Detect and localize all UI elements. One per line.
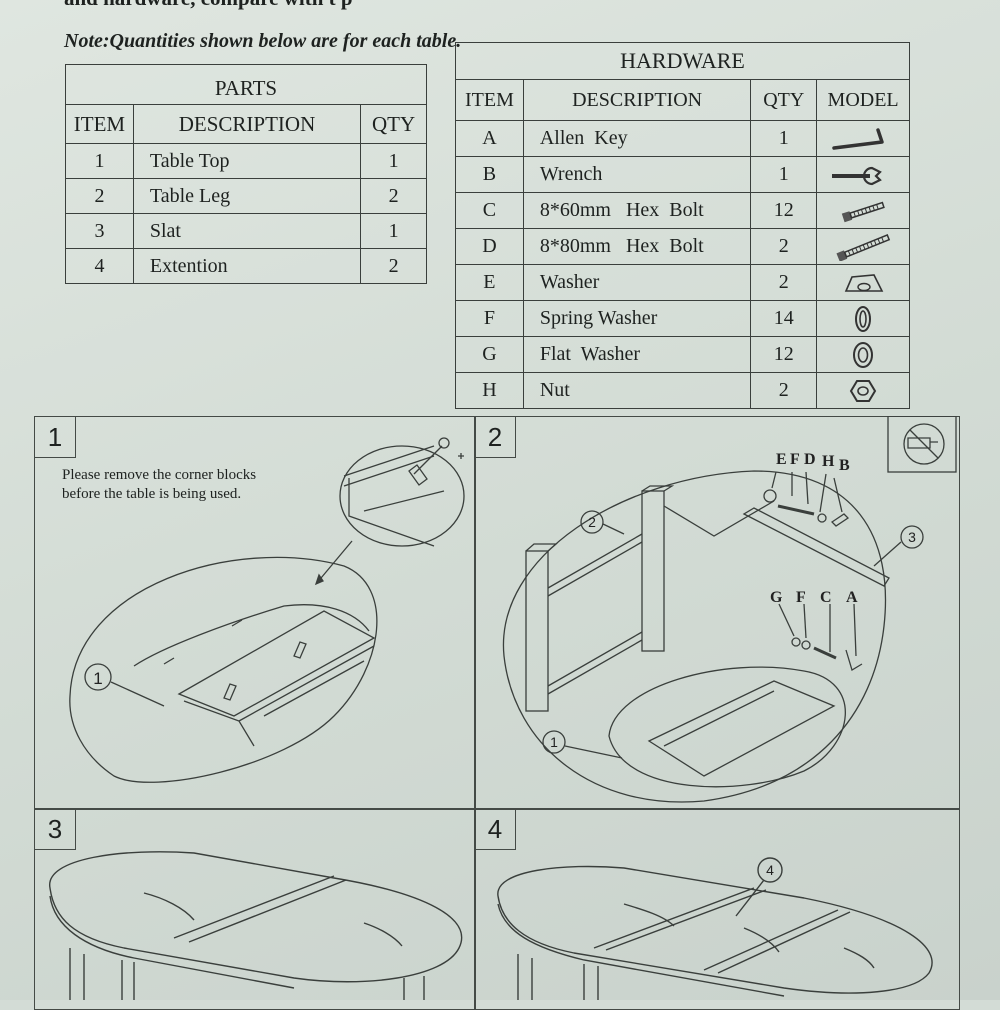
hardware-table: HARDWARE ITEM DESCRIPTION QTY MODEL A Al… [455, 42, 910, 409]
hardware-qty: 12 [750, 336, 818, 373]
parts-item: 1 [65, 143, 134, 179]
label-e: E [776, 451, 787, 468]
top-cut-text: and hardware, compare with t p [64, 0, 353, 11]
label-c: C [820, 589, 832, 606]
label-f: F [790, 451, 800, 468]
hardware-row: F Spring Washer 14 [455, 300, 910, 337]
parts-item: 2 [65, 178, 134, 214]
step-1-text-line1: Please remove the corner blocks [62, 467, 257, 483]
parts-qty: 2 [360, 248, 427, 284]
step-3-number: 3 [35, 809, 76, 850]
hardware-description: Washer [522, 264, 752, 301]
label-f-bottom: F [796, 589, 806, 606]
washer-icon [816, 264, 910, 301]
step-1-instruction: Please remove the corner blocks before t… [62, 466, 322, 504]
step-2-illustration: E F D H B G F C A 2 3 1 [502, 416, 957, 803]
label-g: G [770, 589, 783, 606]
nut-icon [816, 372, 910, 409]
hardware-header-item: ITEM [455, 79, 524, 121]
parts-qty: 2 [360, 178, 427, 214]
step-1-panel: 1 [34, 416, 476, 810]
hardware-item: C [455, 192, 524, 229]
step-4-callout: 4 [766, 862, 774, 878]
step-1-illustration: 1 [69, 437, 465, 783]
hardware-qty: 1 [750, 156, 818, 193]
step-2-callout-2: 2 [588, 514, 596, 530]
hardware-item: B [455, 156, 524, 193]
hardware-qty: 12 [750, 192, 818, 229]
hardware-description: Wrench [522, 156, 752, 193]
parts-row: 1 Table Top 1 [65, 143, 427, 179]
hardware-row: A Allen Key 1 [455, 120, 910, 157]
hardware-qty: 2 [750, 264, 818, 301]
hardware-header-description: DESCRIPTION [522, 79, 752, 121]
wrench-icon [816, 156, 910, 193]
hardware-item: D [455, 228, 524, 265]
step-2-number: 2 [475, 417, 516, 458]
parts-header-item: ITEM [65, 104, 134, 144]
hardware-description: Allen Key [522, 120, 752, 157]
hardware-header-qty: QTY [750, 79, 818, 121]
label-b: B [839, 457, 850, 474]
parts-row: 2 Table Leg 2 [65, 178, 427, 214]
hardware-description: Spring Washer [522, 300, 752, 337]
parts-row: 4 Extention 2 [65, 248, 427, 284]
label-d: D [804, 451, 816, 468]
hardware-row: C 8*60mm Hex Bolt 12 [455, 192, 910, 229]
parts-description: Table Top [132, 143, 362, 179]
quantity-note: Note:Quantities shown below are for each… [64, 30, 462, 52]
hardware-qty: 2 [750, 372, 818, 409]
step-4-illustration: 4 [497, 857, 933, 1000]
parts-item: 4 [65, 248, 134, 284]
spring-washer-icon [816, 300, 910, 337]
parts-table: PARTS ITEM DESCRIPTION QTY 1 Table Top 1… [65, 64, 427, 284]
hardware-row: D 8*80mm Hex Bolt 2 [455, 228, 910, 265]
parts-qty: 1 [360, 213, 427, 249]
step-1-callout: 1 [93, 669, 102, 688]
step-2-callout-3: 3 [908, 529, 916, 545]
parts-row: 3 Slat 1 [65, 213, 427, 249]
hardware-qty: 2 [750, 228, 818, 265]
label-a: A [846, 589, 858, 606]
parts-header-qty: QTY [360, 104, 427, 144]
parts-description: Extention [132, 248, 362, 284]
allen-key-icon [816, 120, 910, 157]
hardware-qty: 1 [750, 120, 818, 157]
step-3-illustration [49, 851, 463, 1000]
hardware-qty: 14 [750, 300, 818, 337]
hardware-item: F [455, 300, 524, 337]
parts-item: 3 [65, 213, 134, 249]
parts-description: Table Leg [132, 178, 362, 214]
hardware-row: B Wrench 1 [455, 156, 910, 193]
parts-description: Slat [132, 213, 362, 249]
hardware-item: E [455, 264, 524, 301]
label-h: H [822, 453, 835, 470]
step-1-text-line2: before the table is being used. [62, 486, 242, 502]
hardware-item: G [455, 336, 524, 373]
hardware-title: HARDWARE [455, 42, 910, 80]
short-bolt-icon [816, 192, 910, 229]
hardware-header-model: MODEL [816, 79, 910, 121]
hardware-row: E Washer 2 [455, 264, 910, 301]
step-2-callout-1: 1 [550, 734, 558, 750]
hardware-description: Flat Washer [522, 336, 752, 373]
step-2-panel: 2 [474, 416, 960, 810]
parts-header-description: DESCRIPTION [132, 104, 362, 144]
hardware-item: A [455, 120, 524, 157]
step-4-number: 4 [475, 809, 516, 850]
hardware-row: H Nut 2 [455, 372, 910, 409]
hardware-row: G Flat Washer 12 [455, 336, 910, 373]
hardware-description: 8*60mm Hex Bolt [522, 192, 752, 229]
long-bolt-icon [816, 228, 910, 265]
hardware-item: H [455, 372, 524, 409]
parts-qty: 1 [360, 143, 427, 179]
parts-title: PARTS [65, 64, 427, 105]
flat-washer-icon [816, 336, 910, 373]
hardware-description: Nut [522, 372, 752, 409]
hardware-description: 8*80mm Hex Bolt [522, 228, 752, 265]
step-1-number: 1 [35, 417, 76, 458]
